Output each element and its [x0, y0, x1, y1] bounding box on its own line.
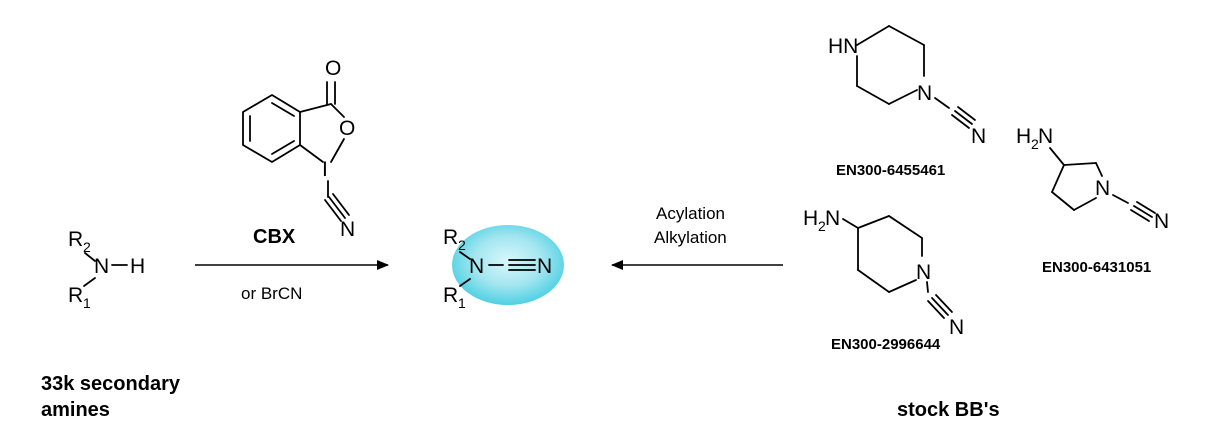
amines-caption-line1: 33k secondary: [41, 373, 181, 395]
svg-text:2: 2: [818, 218, 826, 234]
condition-alkylation: Alkylation: [654, 228, 727, 247]
svg-text:H: H: [130, 255, 145, 278]
reagent-alternative: or BrCN: [241, 284, 302, 303]
svg-text:N: N: [537, 255, 552, 278]
svg-text:R: R: [443, 284, 458, 307]
svg-text:1: 1: [83, 295, 91, 311]
cyanamide-highlight: [452, 225, 564, 305]
stock-caption: stock BB's: [897, 399, 1000, 421]
svg-text:N: N: [1154, 210, 1169, 233]
svg-text:N: N: [469, 255, 484, 278]
svg-text:N: N: [825, 207, 840, 230]
svg-text:H: H: [1016, 125, 1031, 148]
svg-text:2: 2: [458, 237, 466, 253]
piperazine-id: EN300-6455461: [836, 162, 945, 179]
svg-text:H: H: [803, 207, 818, 230]
svg-text:N: N: [1038, 125, 1053, 148]
svg-text:O: O: [325, 57, 341, 80]
pyrrolidine-id: EN300-6431051: [1042, 259, 1151, 276]
svg-text:N: N: [1095, 177, 1110, 200]
svg-text:N: N: [340, 218, 355, 241]
svg-text:N: N: [971, 125, 986, 148]
svg-text:R: R: [68, 284, 83, 307]
svg-text:2: 2: [83, 239, 91, 255]
svg-text:2: 2: [1031, 136, 1039, 152]
svg-text:N: N: [917, 82, 932, 105]
svg-text:R: R: [443, 226, 458, 249]
svg-text:N: N: [949, 316, 964, 339]
amines-caption-line2: amines: [41, 399, 110, 421]
piperidine-id: EN300-2996644: [831, 336, 941, 353]
svg-text:N: N: [94, 255, 109, 278]
svg-text:R: R: [68, 228, 83, 251]
svg-text:HN: HN: [828, 35, 858, 58]
svg-text:N: N: [916, 261, 931, 284]
svg-text:O: O: [339, 117, 355, 140]
svg-text:1: 1: [458, 295, 466, 311]
piperazine-building-block: HN N N: [828, 25, 986, 148]
reagent-name: CBX: [253, 226, 296, 248]
svg-text:I: I: [322, 158, 328, 181]
condition-acylation: Acylation: [656, 204, 725, 223]
cbx-structure: O O I N: [242, 57, 355, 241]
